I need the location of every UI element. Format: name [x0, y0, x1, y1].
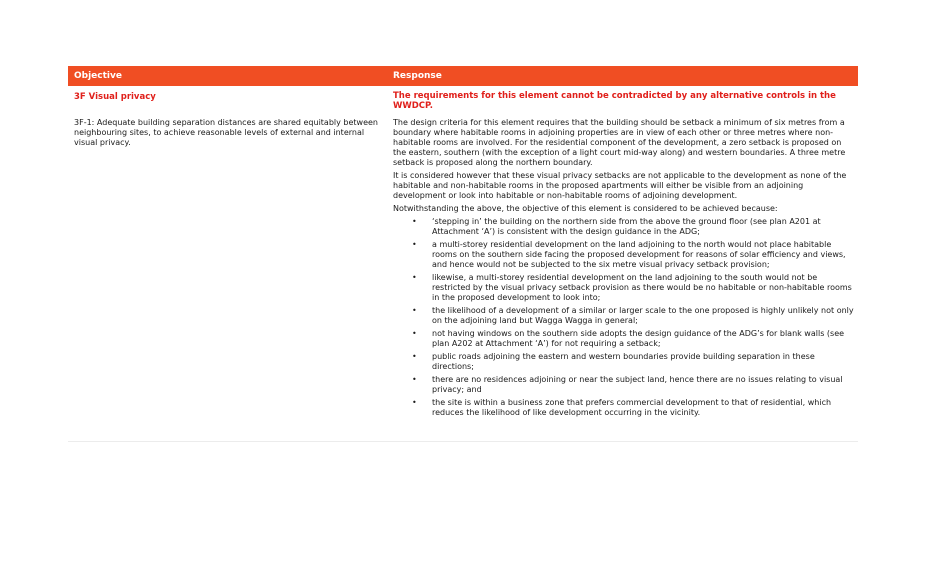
list-item-text: a multi-storey residential development o… [432, 240, 846, 269]
section-requirement: The requirements for this element cannot… [393, 91, 836, 111]
response-paragraph-3: Notwithstanding the above, the objective… [393, 204, 778, 213]
response-paragraph-2: It is considered however that these visu… [393, 171, 847, 200]
list-item-text: public roads adjoining the eastern and w… [432, 352, 815, 371]
list-item: • not having windows on the southern side… [393, 329, 854, 349]
list-item: • a multi-storey residential development … [393, 240, 854, 270]
list-item-text: likewise, a multi-storey residential dev… [432, 273, 852, 302]
list-item-text: not having windows on the southern side … [432, 329, 845, 348]
list-item: • the likelihood of a development of a si… [393, 306, 854, 326]
response-bullet-list: • ‘stepping in’ the building on the north… [393, 217, 854, 418]
objective-response-table: Objective Response 3F Visual privacy The… [68, 66, 858, 421]
bullet-icon: • [412, 352, 417, 361]
list-item-text: the likelihood of a development of a sim… [432, 306, 854, 325]
list-item-text: the site is within a business zone that … [432, 398, 832, 417]
table-header: Objective Response [68, 66, 858, 86]
list-item: • ‘stepping in’ the building on the north… [393, 217, 854, 237]
header-objective: Objective [74, 71, 122, 81]
bullet-icon: • [412, 240, 417, 249]
section-title: 3F Visual privacy [74, 92, 156, 102]
list-item: • public roads adjoining the eastern and … [393, 352, 854, 372]
table-bottom-rule [68, 441, 858, 442]
bullet-icon: • [412, 273, 417, 282]
response-cell: The design criteria for this element req… [386, 118, 858, 421]
list-item: • likewise, a multi-storey residential de… [393, 273, 854, 303]
list-item: • the site is within a business zone that… [393, 398, 854, 418]
response-paragraph-1: The design criteria for this element req… [393, 118, 846, 167]
objective-text: 3F-1: Adequate building separation dista… [74, 118, 378, 147]
list-item-text: ‘stepping in’ the building on the northe… [432, 217, 821, 236]
bullet-icon: • [412, 217, 417, 226]
section-title-row: 3F Visual privacy The requirements for t… [68, 86, 858, 111]
bullet-icon: • [412, 329, 417, 338]
bullet-icon: • [412, 306, 417, 315]
list-item-text: there are no residences adjoining or nea… [432, 375, 843, 394]
header-response: Response [393, 71, 442, 81]
list-item: • there are no residences adjoining or ne… [393, 375, 854, 395]
objective-row: 3F-1: Adequate building separation dista… [68, 111, 858, 421]
bullet-icon: • [412, 398, 417, 407]
bullet-icon: • [412, 375, 417, 384]
